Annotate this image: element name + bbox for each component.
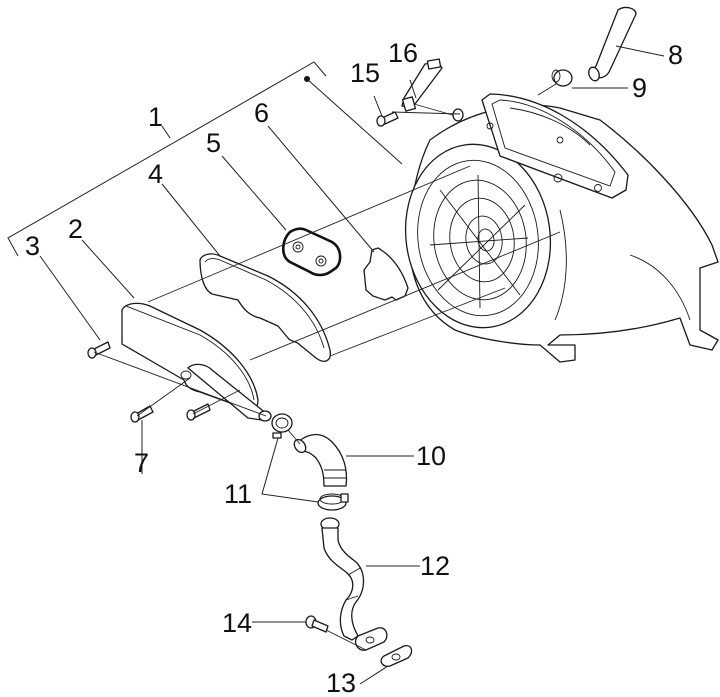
leader-lines <box>39 45 665 685</box>
callout-13[interactable]: 13 <box>326 668 356 697</box>
hose-clamp-11b-part <box>317 493 349 511</box>
callout-3[interactable]: 3 <box>25 231 40 261</box>
hose-clamp-11a-part <box>271 413 293 439</box>
callout-8[interactable]: 8 <box>668 40 683 70</box>
elbow-hose-part <box>293 433 348 487</box>
cover-gasket-part <box>199 253 331 362</box>
callout-14[interactable]: 14 <box>222 608 252 638</box>
callout-7[interactable]: 7 <box>134 448 149 478</box>
flange-gasket-part <box>380 645 413 667</box>
callout-4[interactable]: 4 <box>148 159 163 189</box>
callout-6[interactable]: 6 <box>254 98 269 128</box>
hose-clamp-9-part <box>537 69 573 96</box>
screw-3-part <box>87 341 111 359</box>
callout-15[interactable]: 15 <box>350 58 380 88</box>
callout-2[interactable]: 2 <box>68 214 83 244</box>
air-box-cover-part <box>121 302 272 422</box>
flange-bolt-part <box>305 615 367 651</box>
kit-bracket-line <box>7 61 403 257</box>
bracket-16-part <box>401 58 464 122</box>
filter-element-part <box>281 227 342 277</box>
screw-7a-part <box>130 405 154 423</box>
screw-7b-part <box>186 403 211 421</box>
callout-11[interactable]: 11 <box>224 479 252 509</box>
callout-1[interactable]: 1 <box>148 102 163 132</box>
filter-support-part <box>363 247 409 301</box>
callout-10[interactable]: 10 <box>416 441 446 471</box>
callout-labels: 1 2 3 4 5 6 7 8 9 10 11 12 13 14 15 16 <box>25 38 683 697</box>
bolt-15-part <box>376 111 399 127</box>
callout-16[interactable]: 16 <box>388 38 418 68</box>
intake-hose-part <box>588 6 637 82</box>
assembly-axes <box>93 111 561 445</box>
callout-12[interactable]: 12 <box>420 551 450 581</box>
fan-shroud-housing <box>404 93 719 363</box>
breather-pipe-part <box>320 517 388 651</box>
callout-9[interactable]: 9 <box>632 73 647 103</box>
callout-5[interactable]: 5 <box>206 128 221 158</box>
